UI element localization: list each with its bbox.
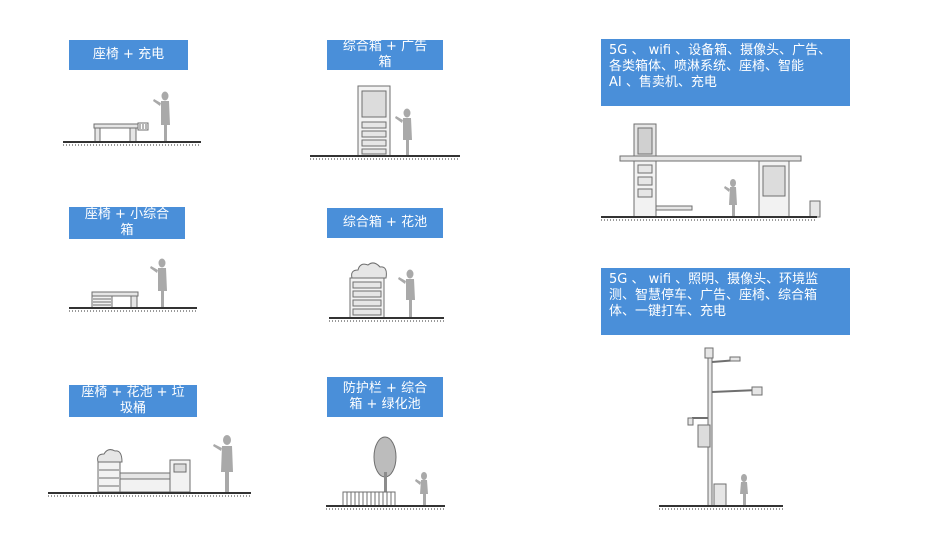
tree-icon [373, 436, 397, 492]
planter-cabinet-icon [349, 262, 387, 319]
ground-line [659, 505, 783, 510]
person-icon [740, 474, 748, 506]
bench-icon [93, 122, 149, 143]
label-box-planter: 综合箱 + 花池 [327, 208, 443, 238]
ground-line [326, 505, 445, 510]
ground-line [48, 492, 251, 497]
label-rail-box-green: 防护栏 + 综合 箱 + 绿化池 [327, 377, 443, 417]
ground-line [63, 141, 201, 146]
person-icon [150, 258, 167, 308]
ground-line [69, 307, 197, 312]
bench-icon [91, 291, 139, 309]
person-icon [398, 269, 415, 318]
person-icon [153, 91, 170, 142]
person-icon [213, 435, 233, 492]
label-bench-charge: 座椅 + 充电 [69, 40, 188, 70]
ground-line [601, 216, 817, 221]
railing-icon [342, 491, 396, 507]
cabinet-icon [357, 85, 391, 157]
label-box-ad: 综合箱 + 广告 箱 [327, 39, 443, 70]
shelter-icon [619, 123, 821, 218]
label-smart-pole: 5G 、 wifi 、照明、摄像头、环境监 测、智慧停车、广告、座椅、综合箱 体… [601, 268, 850, 335]
person-icon [395, 108, 412, 156]
pole-icon [687, 347, 763, 507]
label-bench-planter-bin: 座椅 + 花池 + 垃 圾桶 [69, 385, 197, 417]
ground-line [329, 317, 444, 322]
person-icon [724, 179, 737, 217]
person-icon [415, 472, 428, 506]
label-full-shelter: 5G 、 wifi 、设备箱、摄像头、广告、 各类箱体、喷淋系统、座椅、智能 A… [601, 39, 850, 106]
label-bench-box: 座椅 + 小综合 箱 [69, 207, 185, 239]
ground-line [310, 155, 460, 160]
